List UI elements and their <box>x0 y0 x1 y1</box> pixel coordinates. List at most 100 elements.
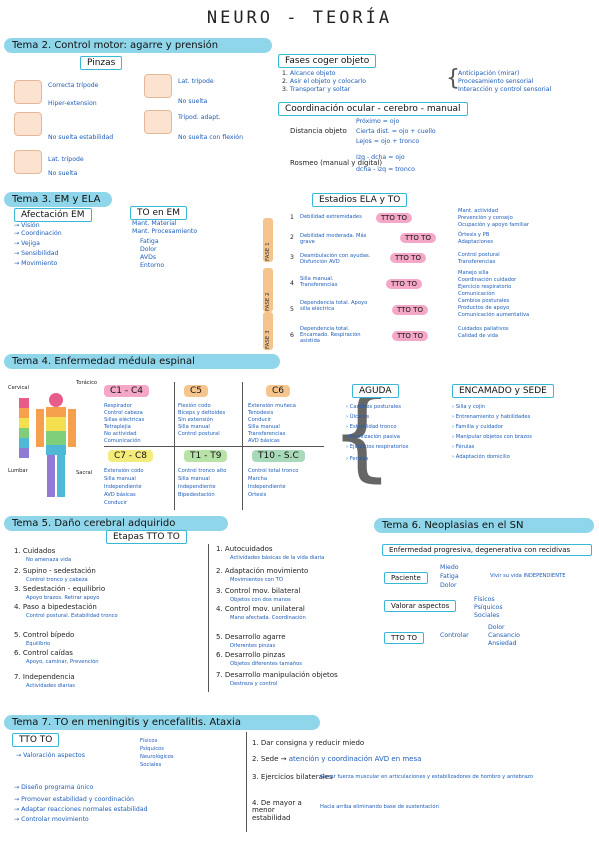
etapa-right-title: 4. Control mov. unilateral <box>216 605 305 613</box>
tema5-header: Tema 5. Daño cerebral adquirido <box>4 516 228 531</box>
level-item: Sillas eléctricas <box>104 417 145 423</box>
estadio-right: Calidad de vida <box>458 333 499 339</box>
em-item: → Sensibilidad <box>14 250 59 257</box>
estadio-desc: Dependencia total. Apoyo silla eléctrica <box>300 300 368 313</box>
etapa-left-title: 6. Control caídas <box>14 649 73 657</box>
level-item: Bipedestación <box>178 492 215 498</box>
aguda-item: › Cambios posturales <box>346 404 401 410</box>
etapa-right-sub: Mano afectada. Coordinación <box>230 615 306 621</box>
pinza-label: No suelta estabilidad <box>48 134 114 141</box>
em-item: → Movimiento <box>14 260 58 267</box>
brace: { <box>330 375 394 492</box>
aguda-item: › Úlceras <box>346 414 370 420</box>
aguda-item: › Estabilidad tronco <box>346 424 397 430</box>
encamado-item: › Familia y cuidador <box>452 424 503 430</box>
paciente-item: Dolor <box>440 582 457 589</box>
estadio-right: Ocupación y apoyo familiar <box>458 222 530 228</box>
estadio-desc: Dependencia total. Encamado. Respiración… <box>300 326 361 345</box>
valoracion-item: Psíquicos <box>140 746 164 752</box>
level-t1t9: T1 - T9 <box>184 450 228 462</box>
etapa-left-title: 3. Sedestación - equilibrio <box>14 585 106 593</box>
estadio-desc: Debilidad moderada. Más grave <box>300 233 367 246</box>
hand-icon <box>14 112 42 136</box>
aspecto-item: Físicos <box>474 596 495 603</box>
tema7-header: Tema 7. TO en meningitis y encefalitis. … <box>4 715 320 730</box>
to-em-item: Fatiga <box>140 238 159 245</box>
encamado-title: ENCAMADO y SEDE <box>452 384 554 398</box>
to7-item: → Diseño programa único <box>14 784 94 791</box>
encamado-item: › Férulas <box>452 444 475 450</box>
valoracion-item: Sociales <box>140 762 162 768</box>
estadio-num: 4 <box>290 280 294 287</box>
pinza-label: Lat. trípode <box>178 78 214 85</box>
rosmeo-item: Izq - dcha = ojo <box>356 154 405 161</box>
tema6-header: Tema 6. Neoplasias en el SN <box>374 518 594 533</box>
estadio-chip: TTO TO <box>400 233 436 243</box>
estadio-right: Mant. actividad <box>458 208 499 214</box>
level-item: Ortesis <box>248 492 267 498</box>
to-em-title: TO en EM <box>130 206 187 220</box>
aspecto-item: Sociales <box>474 612 500 619</box>
etapa-left-sub: Actividades diarias <box>26 683 75 689</box>
to-em-item: Dolor <box>140 246 157 253</box>
aguda-title: AGUDA <box>352 384 399 398</box>
encamado-item: › Manipular objetos con brazos <box>452 434 532 440</box>
etapa-left-title: 2. Supino - sedestación <box>14 567 96 575</box>
distancia-label: Distancia objeto <box>290 127 347 135</box>
level-c5: C5 <box>184 385 209 397</box>
etapa-right-sub: Actividades básicas de la vida diaria <box>230 555 325 561</box>
pinza-label: Hiper-extension <box>48 100 97 107</box>
level-t10sc: T10 - S.C <box>252 450 305 462</box>
estadio-right: Adaptaciones <box>458 239 494 245</box>
valoracion-item: Físicos <box>140 738 158 744</box>
level-item: AVD básicas <box>104 492 136 498</box>
estadio-right: Control postural <box>458 252 500 258</box>
estadio-chip: TTO TO <box>390 253 426 263</box>
em-item: → Coordinación <box>14 230 62 237</box>
estadio-desc: Debilidad extremidades <box>300 214 362 220</box>
fase-tag: FASE 3 <box>263 312 273 350</box>
body-label: Sacral <box>76 470 93 476</box>
body-label: Cervical <box>8 385 29 391</box>
encamado-item: › Silla y cojín <box>452 404 486 410</box>
level-c1c4: C1 - C4 <box>104 385 149 397</box>
pinza-label: No suelta con flexión <box>178 134 243 141</box>
level-item: Extensión codo <box>104 468 144 474</box>
estadio-num: 3 <box>290 254 294 261</box>
enfermedad-box: Enfermedad progresiva, degenerativa con … <box>382 544 592 556</box>
level-item: Respirador <box>104 403 132 409</box>
pinza-label: Correcta trípode <box>48 82 99 89</box>
page-title: NEURO - TEORÍA <box>206 8 393 28</box>
distancia-item: Lejos = ojo + tronco <box>356 138 420 145</box>
fase-tag: FASE 1 <box>263 218 273 262</box>
em-item: → Vejiga <box>14 240 40 247</box>
etapa-right-title: 5. Desarrollo agarre <box>216 633 286 641</box>
estadio-chip: TTO TO <box>392 305 428 315</box>
estadio-num: 1 <box>290 214 294 221</box>
aguda-item: › Ejercicios respiratorios <box>346 444 409 450</box>
hand-icon <box>14 80 42 104</box>
estadio-right: Transferencias <box>458 259 496 265</box>
valoracion-item: Neurológicos <box>140 754 174 760</box>
level-item: Tenodesis <box>248 410 274 416</box>
to-em-item: AVDs <box>140 254 157 261</box>
tema3-header: Tema 3. EM y ELA <box>4 192 112 207</box>
hand-icon <box>144 110 172 134</box>
level-item: Control postural <box>178 431 220 437</box>
level-item: Independiente <box>178 484 216 490</box>
level-item: Silla manual <box>248 424 280 430</box>
level-item: Control total tronco <box>248 468 299 474</box>
to-em-item: Entorno <box>140 262 165 269</box>
to7-right-title: 3. Ejercicios bilaterales <box>252 773 333 781</box>
level-item: Transferencias <box>248 431 286 437</box>
etapa-left-title: 7. Independencia <box>14 673 75 681</box>
etapa-right-sub: Destreza y control <box>230 681 278 687</box>
level-c6: C6 <box>266 385 291 397</box>
pinza-label: Trípod. adapt. <box>178 114 221 121</box>
etapa-left-title: 5. Control bípedo <box>14 631 75 639</box>
ela-title: Estadios ELA y TO <box>312 193 408 207</box>
to6-item: Ansiedad <box>488 640 517 647</box>
estadio-right: Comunicación aumentativa <box>458 312 530 318</box>
to6-box: TTO TO <box>384 632 424 644</box>
etapa-right-title: 7. Desarrollo manipulación objetos <box>216 671 338 679</box>
